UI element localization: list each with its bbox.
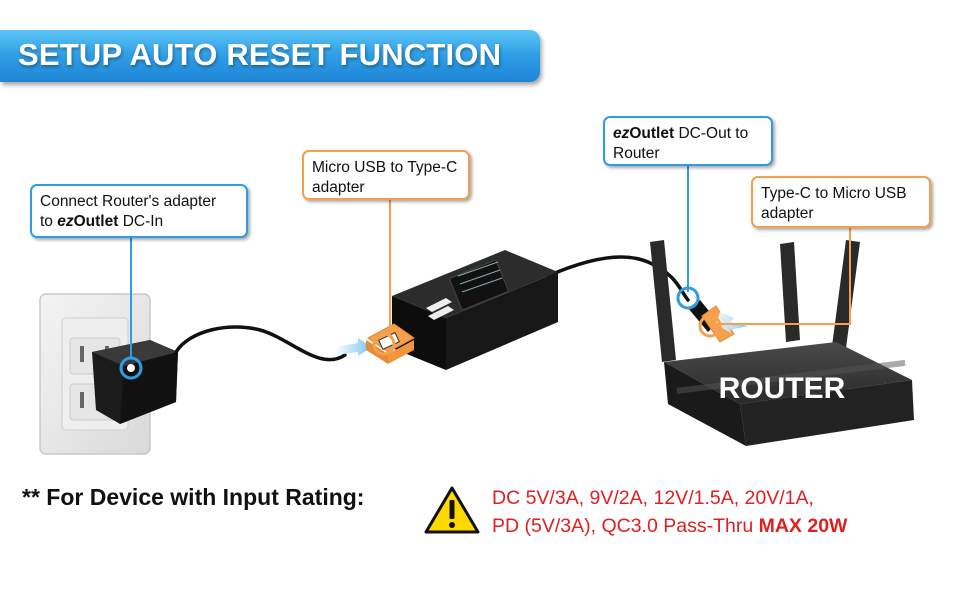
- callout-dc-out-line2: Router: [613, 145, 660, 162]
- router-power-adapter: [92, 340, 178, 424]
- callout-dc-out-line1: ezOutlet DC-Out to: [613, 124, 763, 144]
- input-rating-values: DC 5V/3A, 9V/2A, 12V/1.5A, 20V/1A, PD (5…: [492, 484, 847, 540]
- input-rating-label: ** For Device with Input Rating:: [22, 484, 365, 510]
- router: ROUTER: [650, 240, 914, 446]
- callout-router-adapter-line2: to ezOutlet DC-In: [40, 212, 238, 232]
- callout-text: DC-Out to: [674, 125, 749, 142]
- callout-text: DC-In: [118, 213, 164, 230]
- page-title: SETUP AUTO RESET FUNCTION: [18, 37, 502, 72]
- callout-typec-line1: Type-C to Micro USB: [761, 185, 907, 202]
- brand-ez: ez: [613, 125, 630, 142]
- callout-router-adapter: Connect Router's adapter to ezOutlet DC-…: [30, 184, 248, 238]
- callout-micro-usb-line1: Micro USB to Type-C: [312, 159, 458, 176]
- callout-dc-out: ezOutlet DC-Out to Router: [603, 116, 773, 166]
- callout-router-adapter-line1: Connect Router's adapter: [40, 193, 217, 210]
- rating-line2-text: PD (5V/3A), QC3.0 Pass-Thru: [492, 515, 759, 537]
- brand-ez: ez: [57, 213, 74, 230]
- callout-typec-line2: adapter: [761, 205, 814, 222]
- max-power: MAX 20W: [758, 515, 848, 537]
- highlight-markers: [119, 286, 722, 380]
- callout-typec-adapter: Type-C to Micro USB adapter: [751, 176, 931, 228]
- arrow-into-ezoutlet-icon: [334, 338, 372, 356]
- rating-line1: DC 5V/3A, 9V/2A, 12V/1.5A, 20V/1A,: [492, 487, 814, 509]
- router-label: ROUTER: [719, 372, 846, 405]
- rating-line2: PD (5V/3A), QC3.0 Pass-Thru MAX 20W: [492, 512, 847, 540]
- callout-micro-usb-adapter: Micro USB to Type-C adapter: [302, 150, 470, 200]
- warning-icon: [424, 486, 480, 534]
- ezoutlet-device: [392, 250, 558, 370]
- brand-outlet: Outlet: [73, 213, 119, 230]
- callout-leaders: [130, 166, 851, 358]
- cables: [174, 255, 690, 362]
- brand-outlet: Outlet: [629, 125, 675, 142]
- callout-micro-usb-line2: adapter: [312, 179, 365, 196]
- title-banner: SETUP AUTO RESET FUNCTION: [0, 30, 540, 82]
- callout-text: to: [40, 213, 58, 230]
